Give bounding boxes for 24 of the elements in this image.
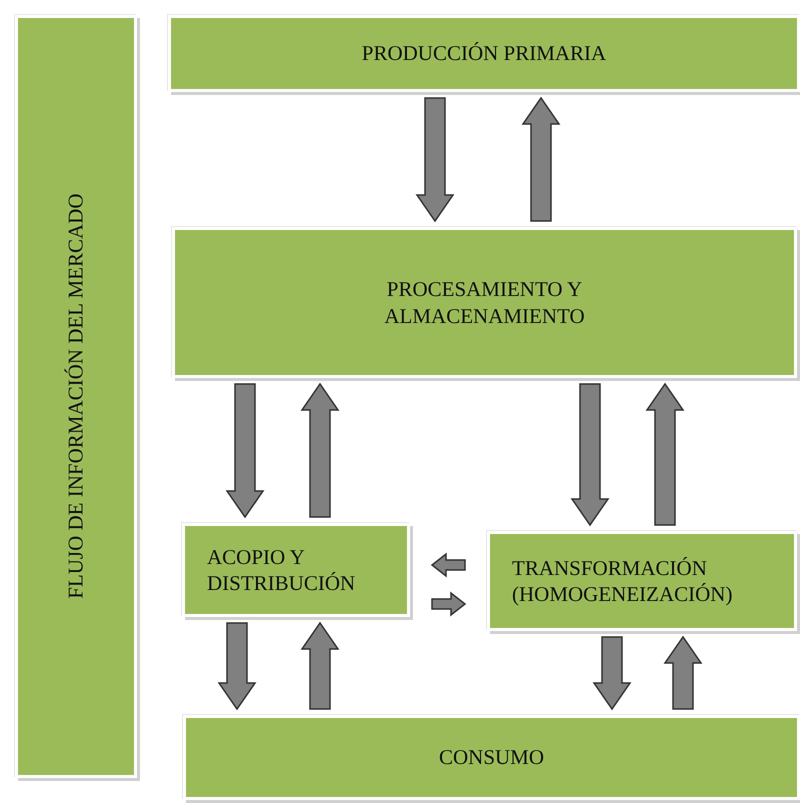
node-label: CONSUMO: [438, 744, 544, 771]
block-arrow: [300, 622, 340, 710]
block-arrow: [226, 383, 264, 518]
vertical-band: [15, 15, 137, 778]
node-label: ACOPIO Y DISTRIBUCIÓN: [207, 544, 356, 596]
block-arrow: [592, 636, 632, 710]
block-arrow: [300, 382, 340, 518]
process-box: [487, 531, 797, 631]
block-arrow: [430, 552, 466, 578]
block-arrow: [570, 383, 610, 526]
block-arrow: [431, 591, 466, 617]
node-label: PROCESAMIENTO Y ALMACENAMIENTO: [383, 276, 586, 329]
node-label: FLUJO DE INFORMACIÓN DEL MERCADO: [62, 194, 89, 600]
block-arrow: [664, 636, 702, 710]
block-arrow: [522, 96, 560, 222]
process-box: [168, 15, 800, 92]
block-arrow: [646, 382, 684, 526]
process-box: [183, 715, 800, 800]
node-label: TRANSFORMACIÓN (HOMOGENEIZACIÓN): [512, 554, 734, 608]
process-box: [172, 227, 797, 378]
process-box: [182, 523, 410, 617]
block-arrow: [416, 97, 454, 222]
node-label: PRODUCCIÓN PRIMARIA: [362, 40, 606, 67]
block-arrow: [218, 622, 256, 710]
